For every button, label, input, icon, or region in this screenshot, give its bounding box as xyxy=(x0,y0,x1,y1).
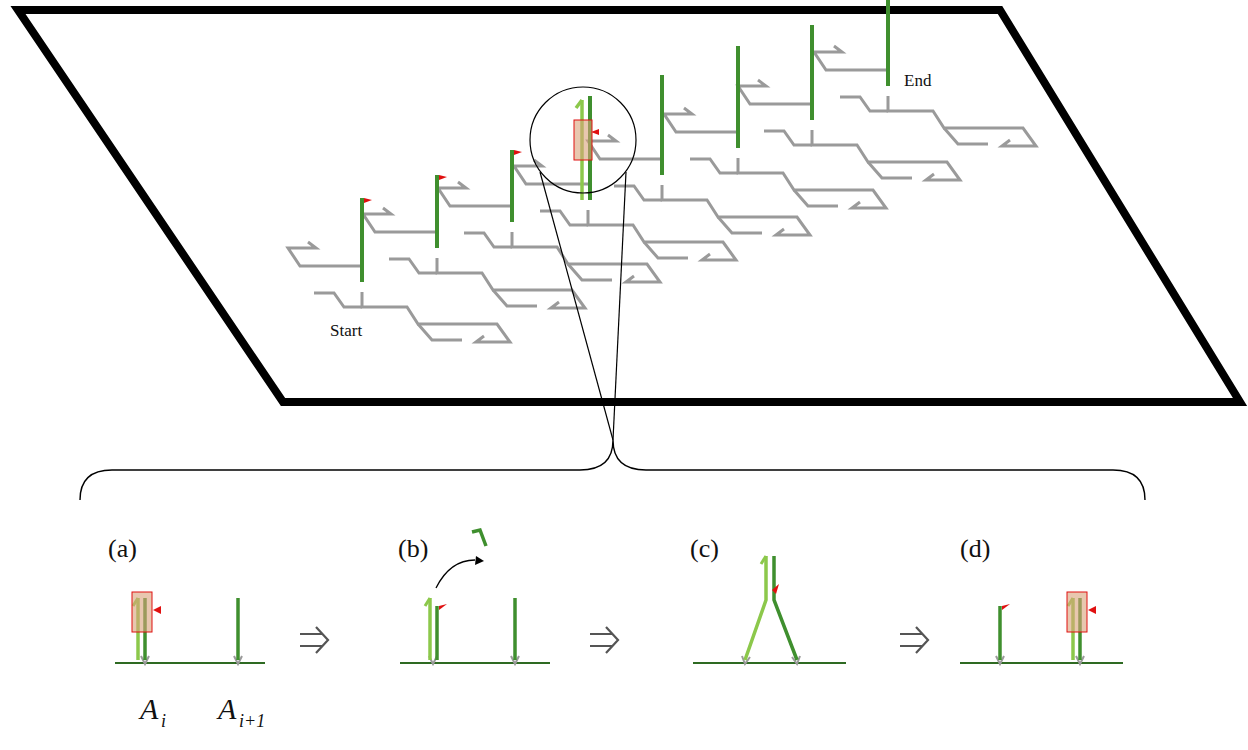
panel-subscript-label: A xyxy=(218,694,236,724)
panel-subscript-label: A xyxy=(140,694,158,724)
plane xyxy=(18,10,1240,402)
panel-subscript-label: i xyxy=(161,712,166,730)
panel-label: (c) xyxy=(690,536,719,562)
path-label: End xyxy=(904,72,931,89)
panel-label: (b) xyxy=(398,536,428,562)
panel-label: (d) xyxy=(960,536,990,562)
path-label: Start xyxy=(330,322,362,339)
panel-subscript-label: i+1 xyxy=(239,712,265,730)
panel-label: (a) xyxy=(108,536,137,562)
brace xyxy=(80,440,1145,500)
